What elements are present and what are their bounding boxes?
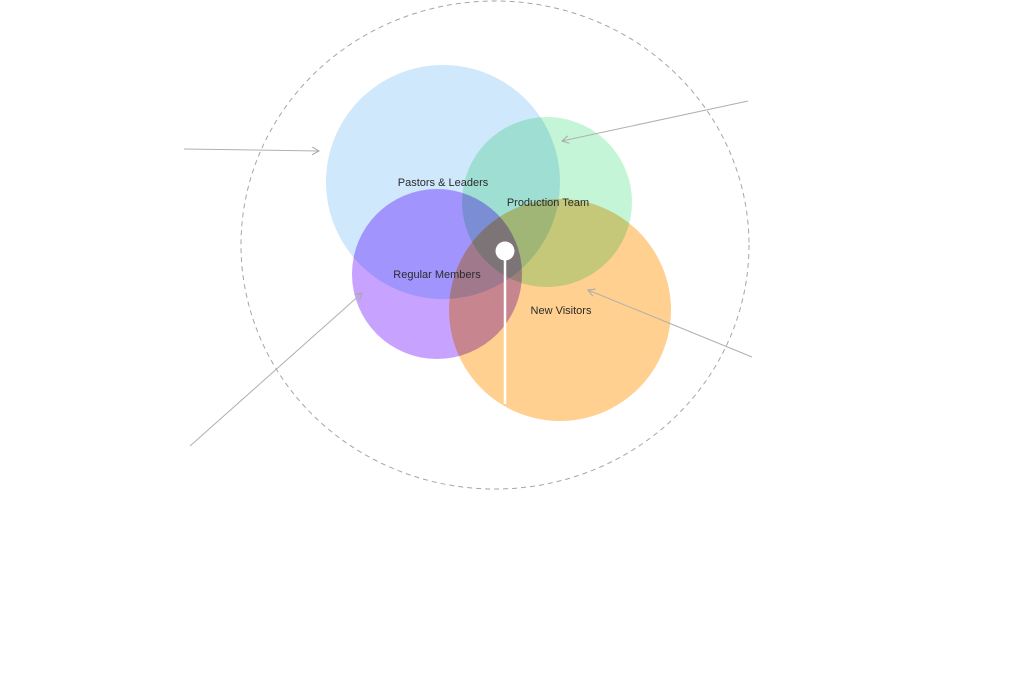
center-marker[interactable]: [495, 241, 515, 405]
pointer-line-visitors: [588, 290, 753, 358]
pointer-line-pastors: [183, 149, 319, 151]
marker-head[interactable]: [495, 241, 515, 261]
pointer-line-production: [562, 100, 749, 141]
venn-circles: [326, 65, 671, 421]
venn-labels: Pastors & Leaders Production Team Regula…: [393, 177, 592, 317]
label-regular-members: Regular Members: [393, 269, 481, 281]
label-production-team: Production Team: [507, 197, 589, 209]
label-pastors-leaders: Pastors & Leaders: [398, 177, 489, 189]
pointer-line-regular: [189, 293, 362, 447]
outer-boundary: [240, 0, 750, 490]
label-new-visitors: New Visitors: [531, 305, 592, 317]
pointer-lines: [183, 100, 753, 447]
